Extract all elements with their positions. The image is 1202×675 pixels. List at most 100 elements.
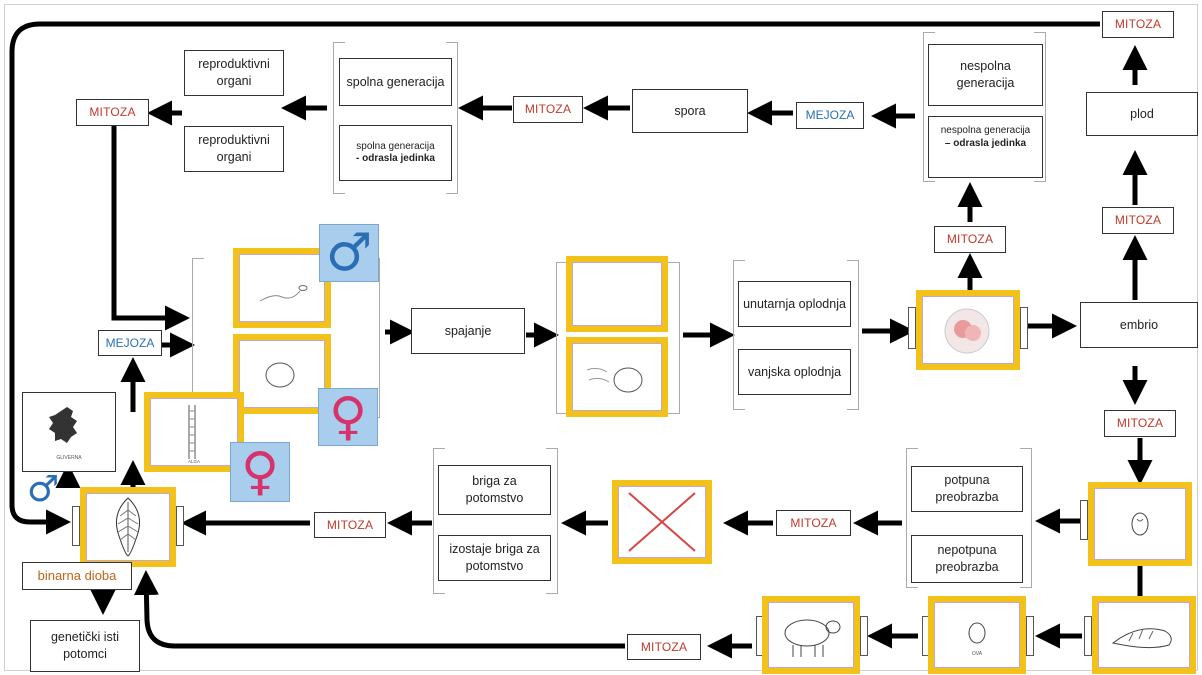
moss-icon: GLIVERNA [49,407,82,461]
cross-icon [628,492,696,552]
sperm-image [239,254,325,322]
nepotpuna-preobrazba-box[interactable]: nepotpuna preobrazba [911,535,1023,583]
fertilization-card[interactable] [566,337,668,417]
mejoza-left: MEJOZA [98,330,162,356]
cross-image [618,486,706,558]
embrio-box[interactable]: embrio [1080,302,1198,348]
bracket-nespolna-left [923,32,935,182]
small-egg-icon: OVA [968,622,986,657]
mejoza-top: MEJOZA [796,102,864,129]
fertilization-image [572,343,662,411]
snail-icon [1111,628,1172,649]
egg-cell-image [239,340,325,408]
zygote-empty-image [572,262,662,326]
sheep-icon [784,619,841,657]
reproduktivni-organi-box-2[interactable]: reproduktivni organi [184,126,284,172]
vanjska-oplodnja-box[interactable]: vanjska oplodnja [738,349,851,395]
briga-za-potomstvo-box[interactable]: briga za potomstvo [438,465,551,515]
arrow-mitoza-down [111,126,190,331]
alga-card[interactable]: ALGA [144,392,244,472]
sheep-image [768,602,854,668]
egg-cell-icon [265,362,295,388]
fertilized-egg-icon [944,308,990,354]
loop-bottom-arrow [133,570,625,649]
sperm-card[interactable] [233,248,331,328]
small-egg-card[interactable]: OVA [928,596,1026,674]
nespolna-generacija-box[interactable]: nespolna generacija [928,44,1043,106]
mitoza-bottom-left: MITOZA [314,512,386,538]
fertilization-icon [586,367,643,393]
zygote-card-empty[interactable] [566,256,668,332]
bracket-oplodnja-right [847,260,859,410]
small-egg-caption: OVA [972,651,983,657]
odrasla-jedinka-label-2: – odrasla jedinka [944,137,1027,149]
unutarnja-oplodnja-box[interactable]: unutarnja oplodnja [738,281,851,327]
nespolna-odrasla-box[interactable]: nespolna generacija – odrasla jedinka [928,116,1043,178]
mitoza-top-middle: MITOZA [513,96,583,123]
larva-image [1094,488,1186,560]
reproduktivni-organi-box-1[interactable]: reproduktivni organi [184,50,284,96]
moss-caption: GLIVERNA [56,455,82,461]
spolna-generacija-box[interactable]: spolna generacija [339,58,452,106]
larva-icon [1131,512,1149,536]
planarian-tab-right [176,506,184,546]
mitoza-bottom: MITOZA [627,634,701,660]
egg-card-tab-right [1020,307,1028,349]
female-symbol-icon-2: ♀ [240,442,280,502]
bracket-preobrazba-right [1020,448,1032,588]
planarian-icon [116,497,140,557]
snail-image [1098,602,1190,668]
bracket-spolna-left [333,42,345,194]
bracket-briga-right [546,448,558,594]
larva-tab-left [1080,500,1088,540]
binarna-dioba-box[interactable]: binarna dioba [22,562,132,590]
small-egg-image: OVA [934,602,1020,668]
fertilized-egg-image [922,296,1014,364]
mitoza-top-right: MITOZA [1102,11,1174,38]
mitoza-right-3: MITOZA [1104,410,1176,437]
sperm-icon [259,285,308,302]
spajanje-box[interactable]: spajanje [411,308,525,354]
egg-card-tab-left [908,307,916,349]
mitoza-bottom-middle: MITOZA [776,510,851,536]
potpuna-preobrazba-box[interactable]: potpuna preobrazba [911,466,1023,512]
alga-caption: ALGA [188,459,200,464]
bracket-spolna-right [446,42,458,194]
planarian-image [86,493,170,561]
bracket-zygote-left [556,262,568,414]
planarian-card[interactable] [80,487,176,567]
sheep-card[interactable] [762,596,860,674]
moss-card[interactable]: GLIVERNA [22,392,116,472]
fertilized-egg-card[interactable] [916,290,1020,370]
bracket-briga-left [433,448,445,594]
alga-image: ALGA [150,398,238,466]
snail-card[interactable] [1092,596,1196,674]
egg-small-tab-right [1026,616,1034,656]
cross-card[interactable] [612,480,712,564]
male-symbol-small-icon: ♂ [26,469,60,510]
male-symbol-card: ♂ [319,224,379,282]
snail-tab-left [1084,616,1092,656]
bracket-nespolna-right [1034,32,1046,182]
female-symbol-icon-1: ♀ [328,387,368,447]
spora-box[interactable]: spora [632,89,748,133]
bracket-zygote-right [668,262,680,414]
mitoza-top-left: MITOZA [76,99,149,126]
odrasla-jedinka-label: - odrasla jedinka [356,153,435,164]
loop-top-arrow [9,21,1100,535]
spolna-odrasla-box[interactable]: spolna generacija - odrasla jedinka [339,125,452,181]
mitoza-middle-right: MITOZA [934,226,1006,253]
plod-box[interactable]: plod [1086,92,1198,136]
bracket-preobrazba-left [906,448,918,588]
female-symbol-card-2: ♀ [230,442,290,502]
spolna-small-label: spolna generacija [356,140,435,152]
bracket-oplodnja-left [733,260,745,410]
nespolna-small-label: nespolna generacija [940,125,1031,136]
alga-icon: ALGA [188,405,200,464]
izostaje-briga-box[interactable]: izostaje briga za potomstvo [438,535,551,581]
egg-cell-card[interactable] [233,334,331,414]
mitoza-right-2: MITOZA [1102,207,1174,234]
larva-card[interactable] [1088,482,1192,566]
geneticki-isti-potomci-box[interactable]: genetički isti potomci [30,620,140,672]
